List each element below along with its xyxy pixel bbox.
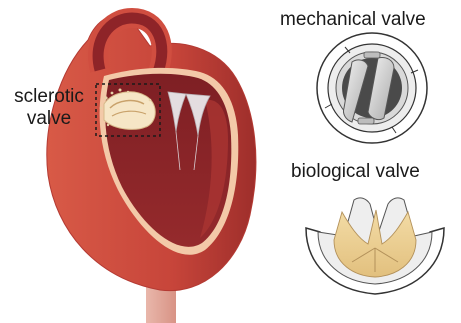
- sclerotic-valve-label: sclerotic valve: [5, 86, 93, 130]
- mechanical-valve-illustration: [317, 33, 427, 143]
- mechanical-pivot-top: [364, 52, 380, 58]
- mechanical-pivot-bottom: [358, 118, 374, 124]
- heart-illustration: [47, 14, 256, 323]
- sclerotic-label-line2: valve: [5, 108, 93, 130]
- biological-valve-illustration: [306, 198, 444, 294]
- mechanical-valve-label: mechanical valve: [280, 9, 426, 31]
- biological-valve-label: biological valve: [291, 161, 420, 183]
- sclerotic-label-line1: sclerotic: [5, 86, 93, 108]
